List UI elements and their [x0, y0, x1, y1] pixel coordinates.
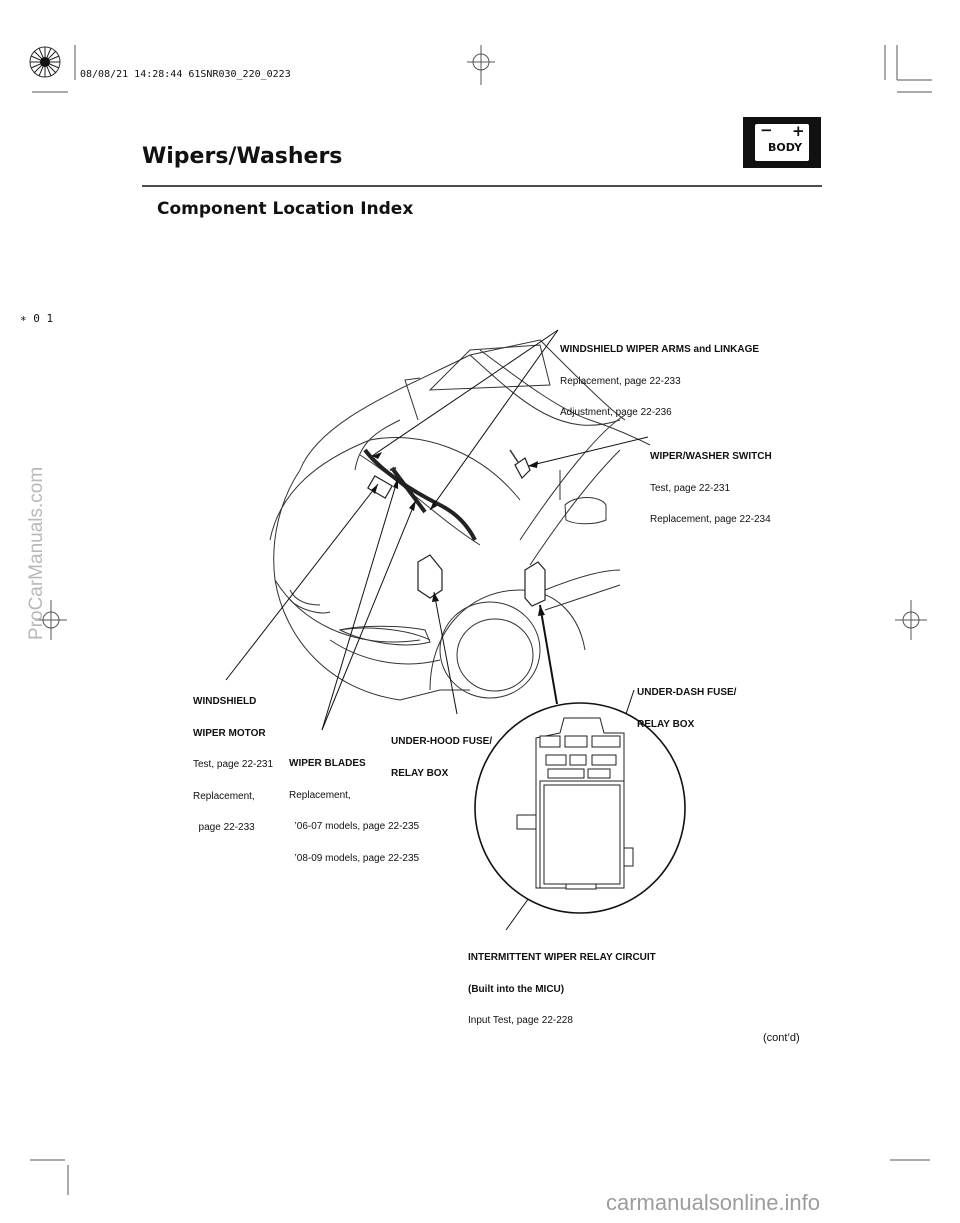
wiper-motor-title1: WINDSHIELD [193, 696, 257, 707]
wiper-blades-title: WIPER BLADES [289, 758, 366, 769]
callout-wiper-blades: WIPER BLADES Replacement, ’06-07 models,… [289, 738, 419, 875]
side-mark: ∗ 0 1 [20, 312, 54, 325]
wiper-motor-title2: WIPER MOTOR [193, 727, 266, 739]
relay-line1: Input Test, page 22-228 [468, 1015, 573, 1026]
underdash-title1: UNDER-DASH FUSE/ [637, 687, 737, 698]
wiper-arms-title: WINDSHIELD WIPER ARMS and LINKAGE [560, 344, 760, 355]
battery-plus-icon: + [792, 122, 805, 140]
wiper-arms-line1: Replacement, page 22-233 [560, 375, 681, 387]
page-title: Wipers/Washers [142, 144, 343, 169]
print-stamp: 08/08/21 14:28:44 61SNR030_220_0223 [80, 69, 291, 80]
wiper-motor-line1: Test, page 22-231 [193, 759, 274, 770]
body-badge-label: BODY [768, 141, 803, 154]
underhood-title2: RELAY BOX [391, 767, 449, 779]
body-badge-icon: − + BODY [743, 117, 821, 168]
target-mark-icon [29, 46, 61, 78]
washer-switch-title: WIPER/WASHER SWITCH [650, 451, 772, 462]
callout-wiper-arms: WINDSHIELD WIPER ARMS and LINKAGE Replac… [560, 324, 759, 429]
callout-washer-switch: WIPER/WASHER SWITCH Test, page 22-231 Re… [650, 431, 772, 536]
callout-relay-circuit: INTERMITTENT WIPER RELAY CIRCUIT (Built … [468, 932, 656, 1037]
relay-title1: INTERMITTENT WIPER RELAY CIRCUIT [468, 952, 656, 963]
callout-wiper-motor: WINDSHIELD WIPER MOTOR Test, page 22-231… [193, 676, 273, 844]
battery-minus-icon: − [760, 121, 773, 139]
underdash-title2: RELAY BOX [637, 718, 695, 730]
washer-switch-line1: Test, page 22-231 [650, 482, 731, 494]
section-title: Component Location Index [157, 199, 414, 219]
callout-underhood-box: UNDER-HOOD FUSE/ RELAY BOX [391, 716, 492, 790]
wiper-blades-line2: ’06-07 models, page 22-235 [289, 821, 420, 832]
wiper-motor-line2: Replacement, [193, 790, 255, 802]
wiper-motor-line3: page 22-233 [193, 822, 255, 833]
wiper-blades-line3: ’08-09 models, page 22-235 [289, 852, 420, 864]
callout-underdash-box: UNDER-DASH FUSE/ RELAY BOX [637, 667, 736, 741]
wiper-arms-line2: Adjustment, page 22-236 [560, 407, 672, 418]
watermark-bottom: carmanualsonline.info [606, 1190, 821, 1215]
underhood-title1: UNDER-HOOD FUSE/ [391, 736, 493, 747]
continued-note: (cont’d) [763, 1032, 800, 1044]
relay-title2: (Built into the MICU) [468, 983, 565, 995]
wiper-blades-line1: Replacement, [289, 789, 351, 801]
washer-switch-line2: Replacement, page 22-234 [650, 514, 771, 525]
